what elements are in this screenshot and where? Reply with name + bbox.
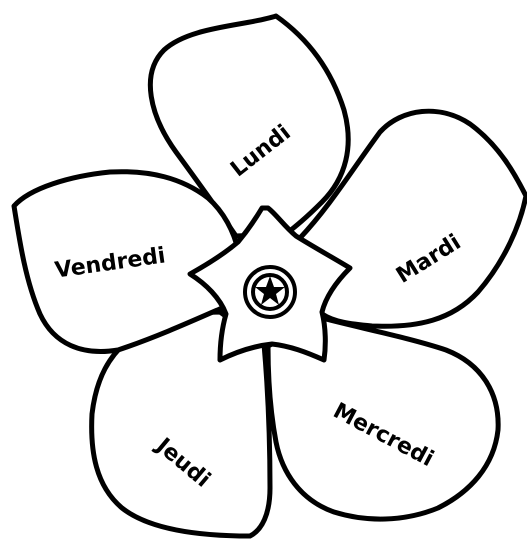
flower-diagram: Lundi Mardi Mercredi Jeudi Vendredi	[0, 0, 527, 539]
